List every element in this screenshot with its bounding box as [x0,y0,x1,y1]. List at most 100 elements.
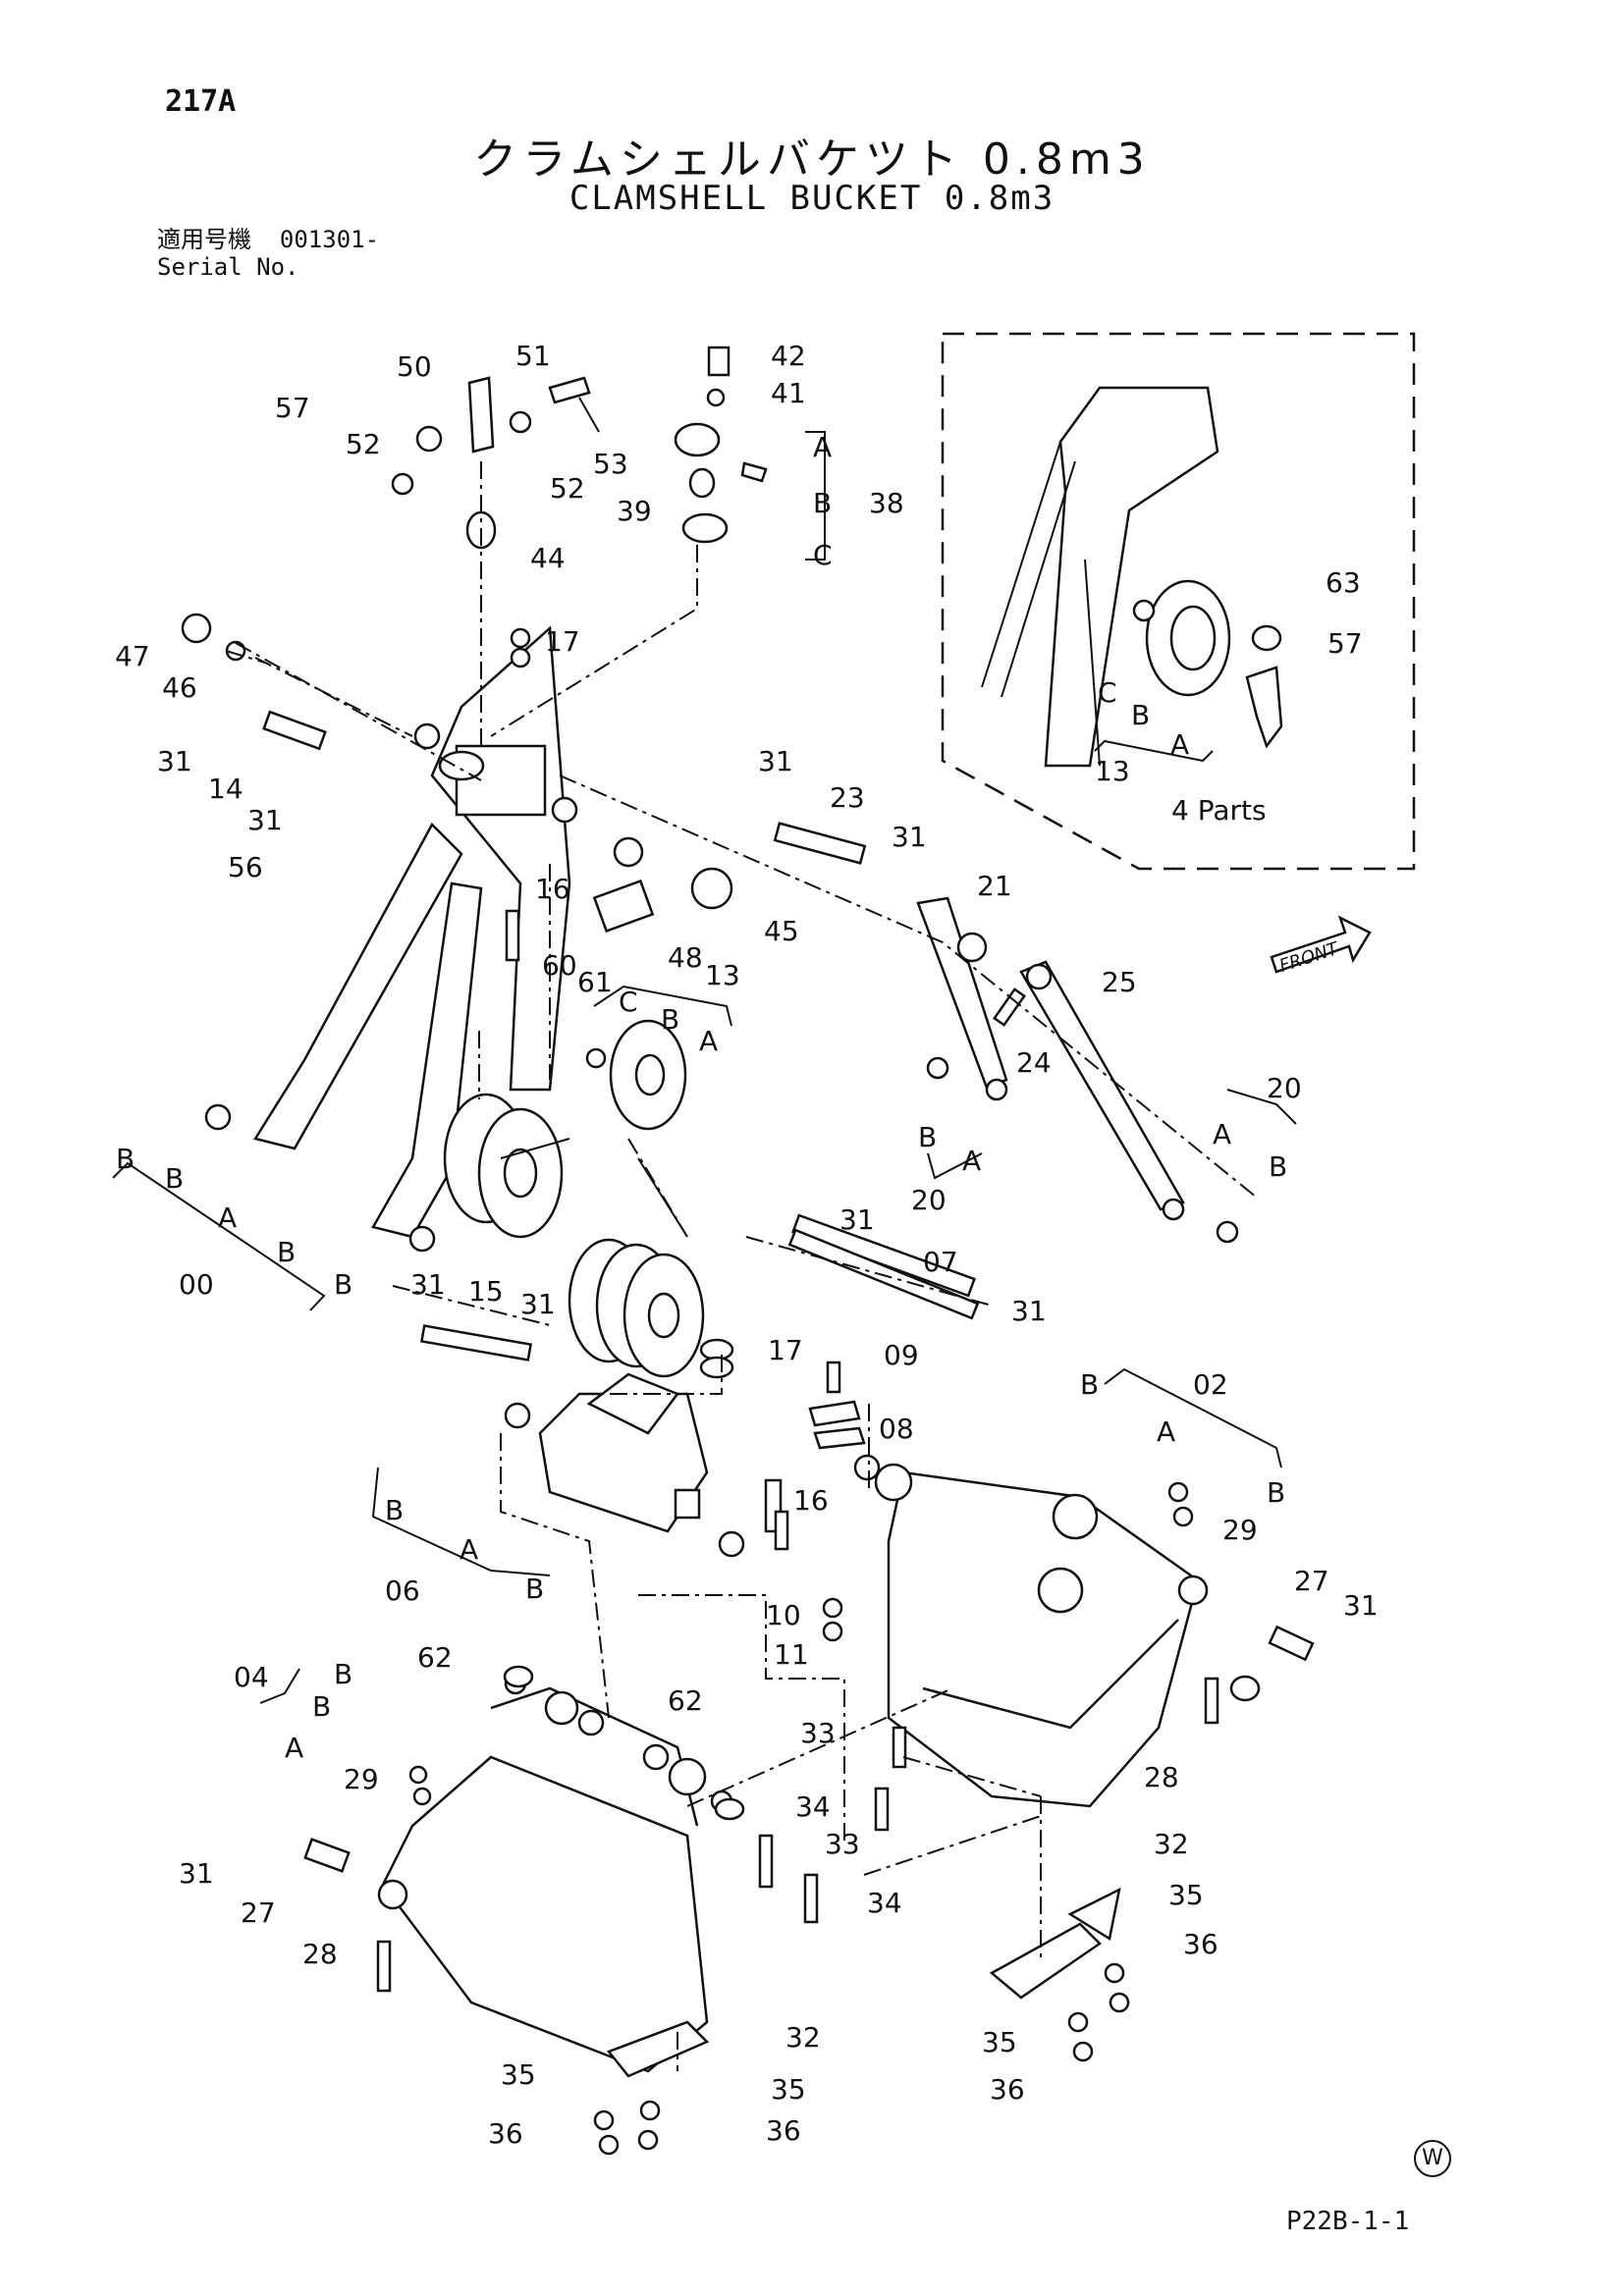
callout-33-right: 33 [800,1717,836,1749]
callout-B-13: B [661,1003,679,1036]
callout-42: 42 [771,340,806,372]
callout-A-00: A [218,1201,237,1234]
callout-20-left: 20 [911,1184,947,1216]
title-english: CLAMSHELL BUCKET 0.8m3 [568,179,1056,218]
callout-C-inset: C [1098,676,1117,709]
callout-B-00-b: B [165,1162,184,1195]
callout-62-right: 62 [668,1684,703,1717]
callout-17-mid: 17 [768,1334,803,1366]
callout-B-38: B [813,487,832,519]
upper-sheaves [443,867,733,1239]
upper-pins [204,710,976,1362]
callout-41: 41 [771,377,806,409]
callout-56: 56 [228,851,263,883]
serial-block: 適用号機 001301- Serial No. [157,226,379,281]
inset-box [941,332,1416,871]
tooth-32-right [989,1887,1121,2000]
callout-31-g: 31 [410,1268,446,1301]
page-number: 217A [165,84,237,119]
callout-48: 48 [668,941,703,974]
callout-16-top: 16 [535,873,570,905]
callout-labels: 50 51 57 52 52 53 42 41 A B 38 39 C 44 1… [115,340,1379,2150]
callout-B-inset: B [1131,699,1150,731]
callout-A-20-left: A [962,1145,981,1177]
callout-31-d: 31 [892,821,927,853]
callout-34-right: 34 [795,1790,831,1823]
callout-B-00-a: B [116,1143,135,1175]
callout-C-38: C [813,539,833,571]
callout-A-13: A [699,1025,718,1057]
inset-boom [981,386,1219,768]
callout-62-left: 62 [417,1641,453,1674]
callout-04: 04 [234,1661,269,1693]
callout-B-04-a: B [334,1658,352,1690]
callout-31-h: 31 [520,1288,556,1320]
bolts [376,909,1219,2156]
callout-13: 13 [705,959,740,991]
callout-B-06-a: B [385,1494,404,1526]
brackets [112,397,1297,1704]
callout-36-right-a: 36 [1183,1928,1218,1960]
callout-C-13: C [619,986,638,1018]
inset-sheave [1132,579,1283,749]
serial-label-jp: 適用号機 [157,226,251,253]
callout-55-56: 57 [275,392,310,424]
callout-39: 39 [617,495,652,527]
callout-11: 11 [774,1638,809,1671]
footer-code: P22B-1-1 [1286,2207,1410,2236]
bucket-half-04 [303,1672,733,2073]
callout-B-06-b: B [525,1573,544,1605]
callout-35-right-b: 35 [982,2026,1017,2058]
callout-47: 47 [115,640,150,672]
callout-46: 46 [162,671,197,704]
callout-61: 61 [577,966,613,998]
callout-13-inset: 13 [1095,755,1130,787]
callout-B-20-left: B [918,1121,937,1153]
callout-32-right: 32 [1154,1828,1189,1860]
leader-lines [225,461,1258,2071]
callout-B-20: B [1269,1150,1287,1183]
callout-31-a: 31 [157,745,192,777]
callout-00: 00 [179,1268,214,1301]
callout-50: 50 [397,350,432,383]
callout-24: 24 [1016,1046,1052,1079]
callout-35-left-a: 35 [501,2058,536,2091]
callout-27-left: 27 [241,1896,276,1929]
callout-06: 06 [385,1575,420,1607]
callout-36-left-b: 36 [766,2114,801,2147]
callout-A-04: A [285,1732,303,1764]
corner-mark: W [1414,2140,1451,2177]
callout-14: 14 [208,773,244,805]
callout-17-top: 17 [545,625,580,658]
callout-35-left-b: 35 [771,2073,806,2106]
callout-31-f: 31 [1011,1295,1047,1327]
lower-sheaves [568,1238,705,1378]
inset-note: 4 Parts [1171,794,1267,827]
callout-60: 60 [542,949,577,982]
hanger-parts [181,346,768,668]
callout-31-j: 31 [179,1857,214,1890]
lower-block [504,1338,783,1558]
callout-B-00-c: B [277,1236,296,1268]
callout-23: 23 [830,781,865,814]
callout-52-left: 52 [346,428,381,460]
callout-36-left-a: 36 [488,2117,523,2150]
callout-16-mid: 16 [793,1484,829,1517]
callout-52-right: 52 [550,472,585,505]
callout-27-right: 27 [1294,1565,1329,1597]
callout-31-e: 31 [839,1203,875,1236]
front-arrow [1270,915,1372,974]
callout-20-right: 20 [1267,1072,1302,1104]
callout-33-left: 33 [825,1828,860,1860]
callout-25: 25 [1102,966,1137,998]
callout-21: 21 [977,870,1012,902]
callout-B-02-b: B [1267,1476,1285,1509]
callout-31-i: 31 [1343,1589,1379,1622]
callout-A-06: A [460,1533,478,1566]
callout-44: 44 [530,542,566,574]
callout-A-20: A [1213,1118,1231,1150]
callout-29-right: 29 [1222,1514,1258,1546]
callout-A-38: A [813,431,832,463]
serial-number: 001301- [279,226,380,253]
